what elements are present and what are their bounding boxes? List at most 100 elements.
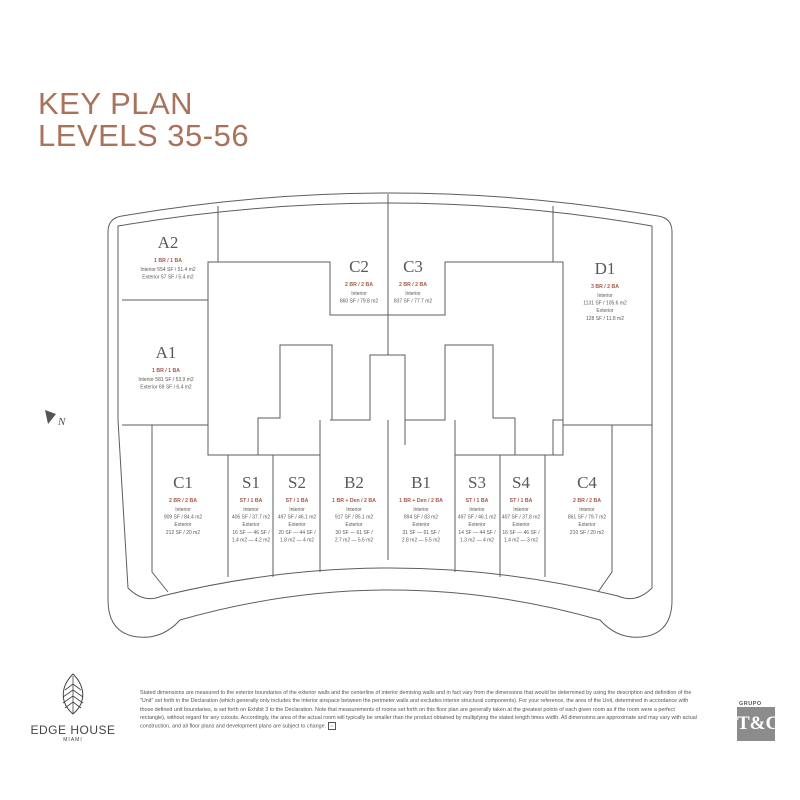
title-line-2: LEVELS 35-56 bbox=[38, 118, 250, 153]
equal-housing-icon: ⌂ bbox=[327, 722, 336, 731]
unit-detail-line: 861 SF / 79.7 m2 bbox=[568, 515, 607, 521]
developer-top: GRUPO bbox=[739, 701, 762, 707]
partition-lines bbox=[122, 194, 652, 593]
unit-detail-line: 1.3 m2 — 4 m2 bbox=[460, 537, 494, 543]
page-title: KEY PLAN LEVELS 35-56 bbox=[38, 88, 249, 152]
unit-label-c4: C4 2 BR / 2 BA Interior 861 SF / 79.7 m2Ext… bbox=[568, 473, 607, 536]
unit-detail-line: 14 SF — 44 SF / bbox=[458, 530, 496, 536]
unit-detail-line: Exterior 69 SF / 6.4 m2 bbox=[140, 385, 192, 391]
unit-detail-line: Interior bbox=[597, 293, 613, 299]
building-outline bbox=[107, 192, 673, 638]
unit-detail-line: 210 SF / 20 m2 bbox=[570, 530, 604, 536]
north-arrow: N bbox=[45, 410, 66, 428]
logo-city: MIAMI bbox=[63, 737, 83, 743]
unit-detail-line: 497 SF / 46.1 m2 bbox=[278, 515, 317, 521]
north-arrow-icon bbox=[45, 410, 56, 424]
unit-type: ST / 1 BA bbox=[286, 498, 309, 504]
developer-logo: GRUPO T&C bbox=[737, 701, 779, 741]
unit-detail-line: Exterior bbox=[578, 522, 596, 528]
unit-label-a1: A1 1 BR / 1 BA Interior 581 SF / 53.9 m2 Ex… bbox=[138, 343, 194, 391]
title-line-1: KEY PLAN bbox=[38, 86, 194, 121]
unit-detail-line: 128 SF / 11.8 m2 bbox=[586, 316, 624, 322]
unit-type: 1 BR / 1 BA bbox=[152, 368, 180, 374]
unit-detail-line: Interior bbox=[469, 507, 485, 513]
unit-detail-line: 407 SF / 37.8 m2 bbox=[502, 515, 541, 521]
unit-detail-line: Exterior bbox=[345, 522, 363, 528]
unit-type: ST / 1 BA bbox=[510, 498, 533, 504]
unit-detail-line: 30 SF — 61 SF / bbox=[335, 530, 373, 536]
unit-detail-line: Interior bbox=[351, 291, 367, 297]
unit-detail-line: 894 SF / 83 m2 bbox=[404, 515, 438, 521]
unit-detail-line: Interior 554 SF / 51.4 m2 bbox=[140, 267, 196, 273]
unit-detail-line: 909 SF / 84.4 m2 bbox=[164, 515, 203, 521]
unit-detail-line: Exterior bbox=[288, 522, 306, 528]
unit-type: 1 BR + Den / 2 BA bbox=[332, 498, 376, 504]
slab-outline bbox=[117, 202, 653, 600]
unit-name: C1 bbox=[173, 473, 193, 492]
unit-detail-line: Exterior bbox=[468, 522, 486, 528]
unit-name: C3 bbox=[403, 257, 423, 276]
unit-detail-line: 2.8 m2 — 5.5 m2 bbox=[402, 537, 441, 543]
unit-detail-line: 2.7 m2 — 5.5 m2 bbox=[335, 537, 374, 543]
unit-type: 2 BR / 2 BA bbox=[399, 282, 427, 288]
unit-label-c3: C3 2 BR / 2 BA Interior 837 SF / 77.7 m2 bbox=[394, 257, 433, 305]
unit-detail-line: 16 SF — 46 SF / bbox=[232, 530, 270, 536]
unit-detail-line: 16 SF — 46 SF / bbox=[502, 530, 540, 536]
north-label: N bbox=[57, 416, 66, 428]
unit-name: C4 bbox=[577, 473, 597, 492]
leaf-logo-icon bbox=[62, 673, 84, 715]
unit-detail-line: Interior bbox=[413, 507, 429, 513]
unit-detail-line: 837 SF / 77.7 m2 bbox=[394, 299, 433, 305]
unit-detail-line: Exterior bbox=[512, 522, 530, 528]
unit-type: ST / 1 BA bbox=[466, 498, 489, 504]
unit-label-s3: S3 ST / 1 BA Interior 497 SF / 46.1 m2Exter… bbox=[458, 473, 497, 543]
disclaimer: Stated dimensions are measured to the ex… bbox=[140, 689, 700, 731]
unit-detail-line: 406 SF / 37.7 m2 bbox=[232, 515, 271, 521]
unit-detail-line: 497 SF / 46.1 m2 bbox=[458, 515, 497, 521]
unit-name: B1 bbox=[411, 473, 431, 492]
unit-labels: A2 1 BR / 1 BA Interior 554 SF / 51.4 m2 Ex… bbox=[138, 233, 627, 543]
unit-name: S4 bbox=[512, 473, 530, 492]
unit-detail-line: Exterior bbox=[242, 522, 260, 528]
unit-name: S3 bbox=[468, 473, 486, 492]
unit-detail-line: Interior bbox=[243, 507, 259, 513]
unit-type: 2 BR / 2 BA bbox=[573, 498, 601, 504]
unit-type: 2 BR / 2 BA bbox=[169, 498, 197, 504]
unit-name: A2 bbox=[158, 233, 179, 252]
unit-type: 1 BR + Den / 2 BA bbox=[399, 498, 443, 504]
unit-detail-line: 1.8 m2 — 4 m2 bbox=[280, 537, 314, 543]
unit-detail-line: 31 SF — 61 SF / bbox=[402, 530, 440, 536]
unit-detail-line: Interior bbox=[175, 507, 191, 513]
unit-detail-line: 1131 SF / 105.6 m2 bbox=[583, 301, 627, 307]
unit-detail-line: Interior bbox=[579, 507, 595, 513]
unit-name: A1 bbox=[156, 343, 177, 362]
unit-type: 2 BR / 2 BA bbox=[345, 282, 373, 288]
unit-detail-line: 860 SF / 79.8 m2 bbox=[340, 299, 379, 305]
unit-detail-line: 1.4 m2 — 3 m2 bbox=[504, 537, 538, 543]
unit-detail-line: Interior bbox=[289, 507, 305, 513]
unit-name: D1 bbox=[595, 259, 616, 278]
unit-detail-line: Interior bbox=[405, 291, 421, 297]
unit-label-s4: S4 ST / 1 BA Interior 407 SF / 37.8 m2Exter… bbox=[502, 473, 541, 543]
unit-detail-line: 20 SF — 44 SF / bbox=[278, 530, 316, 536]
unit-type: 1 BR / 1 BA bbox=[154, 258, 182, 264]
logo-name: EDGE HOUSE bbox=[30, 723, 116, 737]
unit-type: 3 BR / 2 BA bbox=[591, 284, 619, 290]
unit-label-c1: C1 2 BR / 2 BA Interior 909 SF / 84.4 m2Ext… bbox=[164, 473, 203, 536]
disclaimer-text: Stated dimensions are measured to the ex… bbox=[140, 690, 697, 730]
unit-label-b1: B1 1 BR + Den / 2 BA Interior 894 SF / 83 m… bbox=[399, 473, 443, 543]
unit-detail-line: Interior 581 SF / 53.9 m2 bbox=[138, 377, 194, 383]
unit-detail-line: 212 SF / 20 m2 bbox=[166, 530, 200, 536]
unit-detail-line: Interior bbox=[513, 507, 529, 513]
edge-house-logo: EDGE HOUSE MIAMI bbox=[30, 672, 116, 743]
unit-name: S1 bbox=[242, 473, 260, 492]
unit-name: C2 bbox=[349, 257, 369, 276]
developer-mark: T&C bbox=[737, 707, 779, 741]
unit-detail-line: Exterior 57 SF / 5.4 m2 bbox=[142, 275, 194, 281]
unit-detail-line: Exterior bbox=[174, 522, 192, 528]
unit-label-a2: A2 1 BR / 1 BA Interior 554 SF / 51.4 m2 Ex… bbox=[140, 233, 196, 281]
